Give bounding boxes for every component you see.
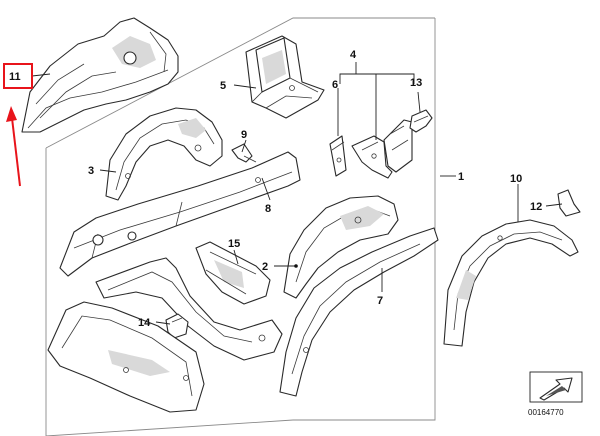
callout-2[interactable]: 2: [262, 261, 268, 273]
highlight-arrow: [11, 117, 21, 187]
part-4-bracket-assembly[interactable]: [351, 119, 413, 179]
part-5-bracket-box[interactable]: [245, 35, 325, 119]
diagram-number: 00164770: [528, 408, 564, 417]
callout-12[interactable]: 12: [530, 201, 542, 213]
part-8-longitudinal-rail[interactable]: [59, 151, 301, 277]
callout-14[interactable]: 14: [138, 317, 151, 329]
highlight-arrow-head-icon: [6, 106, 17, 122]
part-14-clip[interactable]: [165, 313, 189, 339]
assembly-frame: [45, 17, 436, 436]
part-2-strut-tower[interactable]: [283, 195, 399, 299]
part-7-rail-extension[interactable]: [279, 227, 439, 397]
part-3-wheel-housing[interactable]: [105, 107, 223, 201]
part-10-wheel-arch-liner[interactable]: [443, 219, 579, 347]
highlight-part-11: [3, 63, 33, 187]
callout-11[interactable]: 11: [9, 71, 21, 83]
part-15-reinforcement-bracket[interactable]: [195, 241, 271, 305]
callout-15[interactable]: 15: [228, 238, 240, 250]
part-12-small-bracket[interactable]: [557, 189, 581, 217]
callout-3[interactable]: 3: [88, 165, 94, 177]
callout-6[interactable]: 6: [332, 79, 338, 91]
callout-8[interactable]: 8: [265, 203, 271, 215]
part-9-bolt[interactable]: [231, 143, 257, 163]
callout-1[interactable]: 1: [458, 171, 464, 183]
part-6-mount-bracket[interactable]: [329, 135, 347, 177]
callout-9[interactable]: 9: [241, 129, 247, 141]
crossmember[interactable]: [95, 257, 283, 361]
callout-10[interactable]: 10: [510, 173, 522, 185]
leader-lines: [31, 62, 563, 325]
floor-panel[interactable]: [47, 301, 205, 413]
callout-13[interactable]: 13: [410, 77, 422, 89]
callout-5[interactable]: 5: [220, 80, 226, 92]
part-13-small-clip[interactable]: [409, 109, 433, 133]
callout-4[interactable]: 4: [350, 49, 357, 61]
view-direction-arrow-icon: [529, 371, 583, 403]
callout-7[interactable]: 7: [377, 295, 383, 307]
part-11-wheel-arch-panel[interactable]: [21, 17, 179, 133]
highlight-box: [3, 63, 33, 89]
